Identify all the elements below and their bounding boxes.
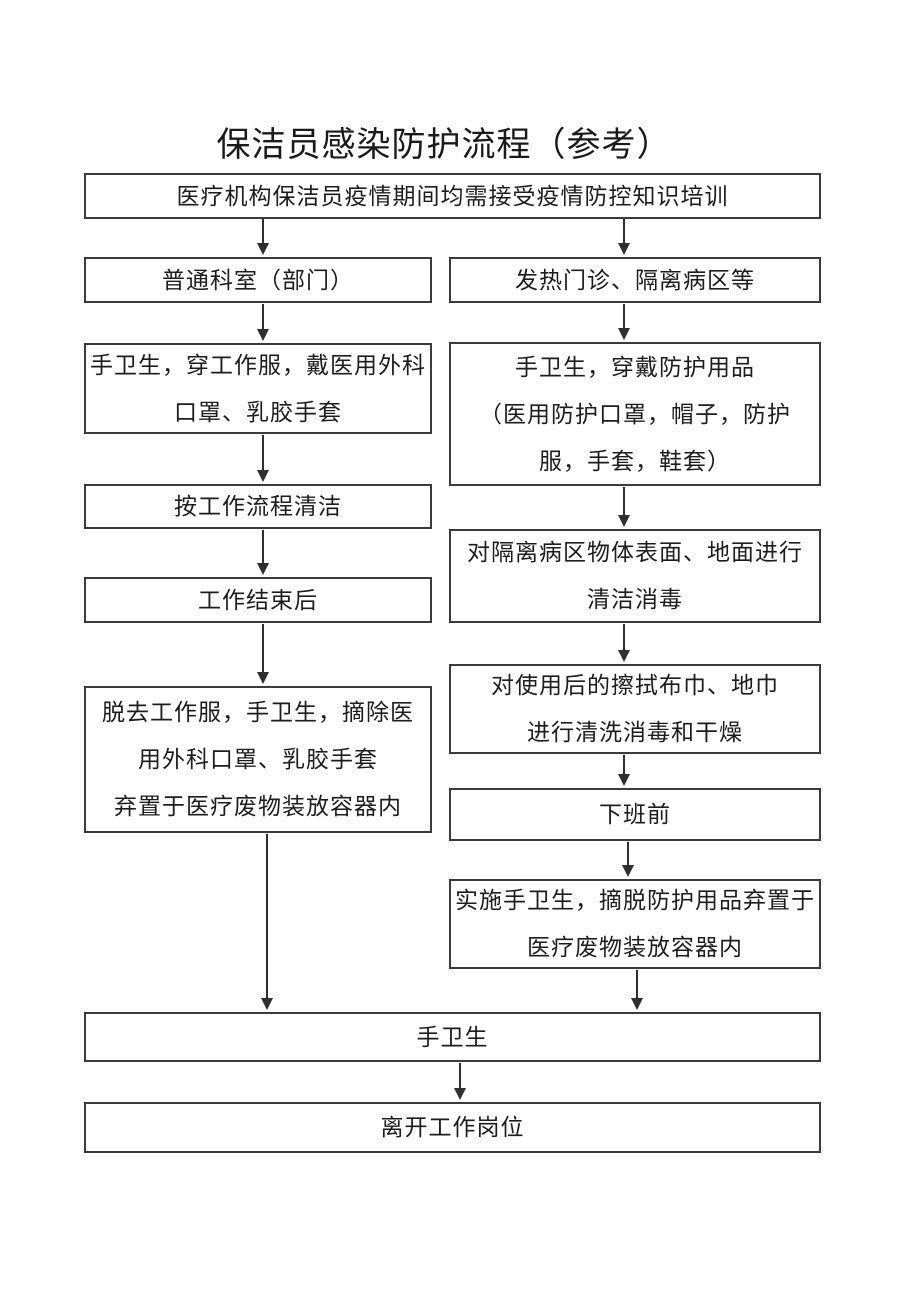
arrow-head-icon bbox=[261, 998, 273, 1010]
flow-arrow-right-4 bbox=[617, 755, 631, 786]
flow-arrow-top-to-general bbox=[256, 219, 270, 255]
flow-node-hand-hygiene: 手卫生 bbox=[84, 1012, 821, 1062]
flow-arrow-left-4 bbox=[256, 624, 270, 684]
flow-node-cloth-disinfection: 对使用后的擦拭布巾、地巾 进行清洗消毒和干燥 bbox=[449, 664, 821, 754]
flow-arrow-right-5 bbox=[621, 842, 635, 877]
flow-arrow-left-2 bbox=[256, 435, 270, 482]
arrow-head-icon bbox=[454, 1088, 466, 1100]
flow-node-training: 医疗机构保洁员疫情期间均需接受疫情防控知识培训 bbox=[84, 173, 821, 219]
arrow-line bbox=[266, 834, 268, 1004]
flow-node-after-work: 工作结束后 bbox=[84, 577, 432, 623]
arrow-line bbox=[636, 970, 638, 1004]
flow-arrow-left-1 bbox=[256, 304, 270, 341]
arrow-line bbox=[623, 755, 625, 780]
arrow-line bbox=[623, 219, 625, 249]
arrow-line bbox=[262, 219, 264, 249]
flow-node-isolation-ppe: 手卫生，穿戴防护用品 （医用防护口罩，帽子，防护 服，手套，鞋套） bbox=[449, 342, 821, 486]
arrow-line bbox=[262, 304, 264, 335]
flow-node-surface-disinfection: 对隔离病区物体表面、地面进行 清洁消毒 bbox=[449, 529, 821, 623]
arrow-head-icon bbox=[618, 774, 630, 786]
flow-node-general-doffing: 脱去工作服，手卫生，摘除医 用外科口罩、乳胶手套 弃置于医疗废物装放容器内 bbox=[84, 686, 432, 833]
arrow-head-icon bbox=[257, 470, 269, 482]
arrow-head-icon bbox=[631, 998, 643, 1010]
arrow-head-icon bbox=[618, 515, 630, 527]
flow-node-clean-per-workflow: 按工作流程清洁 bbox=[84, 484, 432, 529]
flow-node-isolation-doffing: 实施手卫生，摘脱防护用品弃置于 医疗废物装放容器内 bbox=[449, 879, 821, 969]
flow-arrow-right-1 bbox=[617, 304, 631, 340]
flow-node-fever-clinic: 发热门诊、隔离病区等 bbox=[449, 257, 821, 303]
arrow-head-icon bbox=[618, 650, 630, 662]
arrow-head-icon bbox=[622, 865, 634, 877]
flow-node-before-off-duty: 下班前 bbox=[449, 788, 821, 841]
arrow-line bbox=[623, 304, 625, 334]
flow-arrow-to-leave-post bbox=[453, 1063, 467, 1100]
flow-arrow-right-to-hand-hygiene bbox=[630, 970, 644, 1010]
flow-arrow-right-2 bbox=[617, 487, 631, 527]
flow-arrow-left-3 bbox=[256, 530, 270, 575]
arrow-head-icon bbox=[618, 328, 630, 340]
flow-node-general-dept: 普通科室（部门） bbox=[84, 257, 432, 303]
flow-node-leave-post: 离开工作岗位 bbox=[84, 1102, 821, 1153]
arrow-line bbox=[623, 624, 625, 656]
arrow-head-icon bbox=[257, 672, 269, 684]
arrow-head-icon bbox=[257, 243, 269, 255]
arrow-line bbox=[262, 435, 264, 476]
arrow-line bbox=[627, 842, 629, 871]
arrow-line bbox=[459, 1063, 461, 1094]
flow-arrow-right-3 bbox=[617, 624, 631, 662]
arrow-line bbox=[262, 624, 264, 678]
flow-arrow-top-to-fever bbox=[617, 219, 631, 255]
arrow-line bbox=[623, 487, 625, 521]
flow-node-general-ppe: 手卫生，穿工作服，戴医用外科 口罩、乳胶手套 bbox=[84, 343, 432, 434]
arrow-head-icon bbox=[257, 563, 269, 575]
page-title: 保洁员感染防护流程（参考） bbox=[216, 127, 672, 164]
arrow-head-icon bbox=[257, 329, 269, 341]
arrow-head-icon bbox=[618, 243, 630, 255]
arrow-line bbox=[262, 530, 264, 569]
flow-arrow-left-to-hand-hygiene bbox=[260, 834, 274, 1010]
